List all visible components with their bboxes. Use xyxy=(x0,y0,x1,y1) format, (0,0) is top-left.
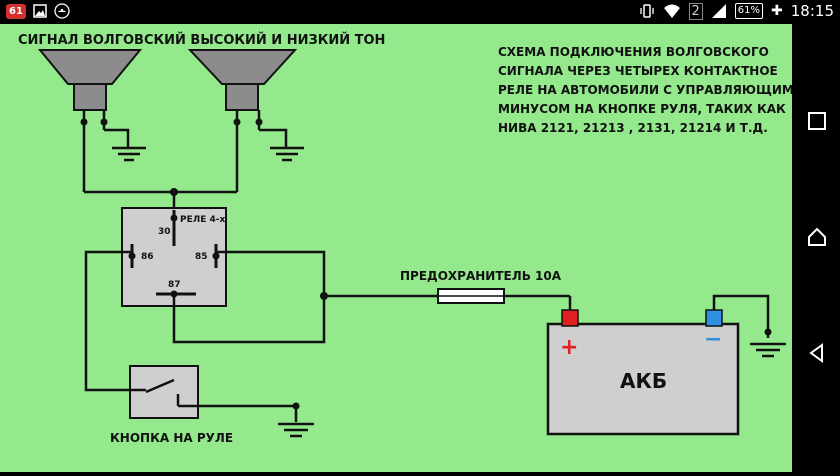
relay-pin-30: 30 xyxy=(158,227,171,237)
wifi-icon xyxy=(663,4,680,18)
recent-apps-button[interactable] xyxy=(806,110,828,132)
button-label: КНОПКА НА РУЛЕ xyxy=(110,431,233,445)
ground-icon-horn1 xyxy=(112,146,146,162)
vibrate-icon xyxy=(639,4,654,18)
clock: 18:15 xyxy=(790,2,834,20)
battery-percent: 61% xyxy=(737,5,761,16)
home-button[interactable] xyxy=(806,226,828,248)
battery-label: АКБ xyxy=(620,369,667,393)
steering-wheel-button xyxy=(129,365,199,419)
relay-label: РЕЛЕ 4-х xyxy=(180,215,225,225)
diagram-image: СИГНАЛ ВОЛГОВСКИЙ ВЫСОКИЙ И НИЗКИЙ ТОН С… xyxy=(0,24,794,472)
horn-low-tone xyxy=(37,49,143,111)
fuse-label: ПРЕДОХРАНИТЕЛЬ 10А xyxy=(400,269,562,283)
description-line-4: МИНУСОМ НА КНОПКЕ РУЛЯ, ТАКИХ КАК xyxy=(498,102,786,116)
car-battery xyxy=(546,309,740,436)
battery-indicator: 61% xyxy=(734,3,764,19)
ground-icon-button xyxy=(278,422,314,438)
status-bar: 61 2 61% ✚ 18:15 xyxy=(0,0,840,24)
charging-icon: ✚ xyxy=(771,3,783,19)
back-button[interactable] xyxy=(806,342,828,364)
signal-icon xyxy=(711,4,726,18)
navigation-bar xyxy=(792,24,840,472)
battery-minus-sign: − xyxy=(704,327,722,352)
relay-pin-85: 85 xyxy=(195,252,208,262)
horns-title: СИГНАЛ ВОЛГОВСКИЙ ВЫСОКИЙ И НИЗКИЙ ТОН xyxy=(18,32,385,48)
app-notification-icon xyxy=(54,3,70,19)
notification-badge: 61 xyxy=(6,3,26,19)
sim-slot-icon: 2 xyxy=(688,2,703,20)
ground-icon-horn2 xyxy=(270,146,304,162)
relay-pin-86: 86 xyxy=(141,252,154,262)
description-line-3: РЕЛЕ НА АВТОМОБИЛИ С УПРАВЛЯЮЩИМ xyxy=(498,83,792,97)
description-line-1: СХЕМА ПОДКЛЮЧЕНИЯ ВОЛГОВСКОГО xyxy=(498,45,769,59)
description-line-5: НИВА 2121, 21213 , 2131, 21214 И Т.Д. xyxy=(498,121,768,135)
horn-high-tone xyxy=(187,49,298,111)
description-line-2: СИГНАЛА ЧЕРЕЗ ЧЕТЫРЕХ КОНТАКТНОЕ xyxy=(498,64,778,78)
relay-pin-87: 87 xyxy=(168,280,181,290)
ground-icon-battery xyxy=(750,342,786,358)
gallery-icon xyxy=(33,4,47,18)
battery-plus-sign: + xyxy=(560,335,578,360)
wiring-diagram: СИГНАЛ ВОЛГОВСКИЙ ВЫСОКИЙ И НИЗКИЙ ТОН С… xyxy=(18,32,794,445)
